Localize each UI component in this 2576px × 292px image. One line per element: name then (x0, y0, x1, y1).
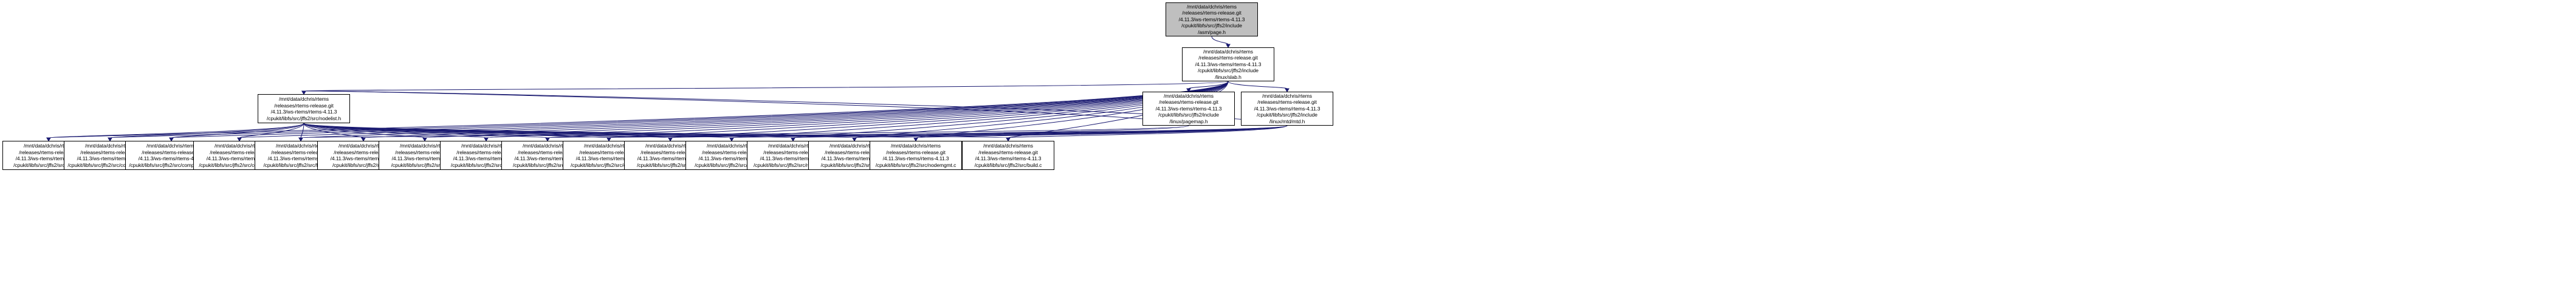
graph-node-label: /mnt/data/dchris/rtems /releases/rtems-r… (450, 143, 522, 168)
graph-edge (303, 123, 732, 138)
graph-node-label: /mnt/data/dchris/rtems /releases/rtems-r… (974, 143, 1042, 168)
graph-node-label: /mnt/data/dchris/rtems /releases/rtems-r… (67, 143, 153, 168)
graph-node-label: /mnt/data/dchris/rtems /releases/rtems-r… (695, 143, 769, 168)
graph-node[interactable]: /mnt/data/dchris/rtems /releases/rtems-r… (258, 94, 350, 123)
graph-edge (363, 81, 1229, 138)
graph-node-label: /mnt/data/dchris/rtems /releases/rtems-r… (753, 143, 833, 168)
graph-edge (547, 125, 1288, 138)
graph-edge (48, 81, 1229, 138)
graph-node-label: /mnt/data/dchris/rtems /releases/rtems-r… (266, 96, 342, 121)
graph-edge (303, 123, 916, 138)
graph-edge (1188, 81, 1229, 89)
graph-edge (915, 125, 1288, 138)
graph-edge (303, 123, 364, 138)
graph-edge (303, 90, 1189, 126)
graph-edge (303, 81, 1229, 92)
graph-node-label: /mnt/data/dchris/rtems /releases/rtems-r… (199, 143, 280, 168)
graph-node-label: /mnt/data/dchris/rtems /releases/rtems-r… (820, 143, 888, 168)
graph-edge (1228, 81, 1288, 89)
graph-node[interactable]: /mnt/data/dchris/rtems /releases/rtems-r… (870, 141, 962, 170)
graph-node-label: /mnt/data/dchris/rtems /releases/rtems-r… (263, 143, 338, 168)
graph-node-label: /mnt/data/dchris/rtems /releases/rtems-r… (1254, 92, 1321, 124)
graph-edge (486, 81, 1229, 138)
graph-node-label: /mnt/data/dchris/rtems /releases/rtems-r… (391, 143, 459, 168)
graph-edge (670, 125, 1189, 138)
graph-edge (109, 123, 304, 138)
graph-node-label: /mnt/data/dchris/rtems /releases/rtems-r… (13, 143, 84, 168)
graph-edge (303, 123, 610, 138)
graph-edge (731, 125, 1288, 138)
graph-edge (300, 81, 1229, 138)
graph-edge (608, 125, 1288, 138)
graph-edge (854, 125, 1288, 138)
graph-node[interactable]: /mnt/data/dchris/rtems /releases/rtems-r… (1142, 92, 1235, 126)
graph-node-label: /mnt/data/dchris/rtems /releases/rtems-r… (129, 143, 214, 168)
graph-node-label: /mnt/data/dchris/rtems /releases/rtems-r… (1155, 92, 1222, 124)
graph-edge (300, 125, 1189, 138)
graph-edge (303, 90, 1288, 126)
graph-node-label: /mnt/data/dchris/rtems /releases/rtems-r… (637, 143, 704, 168)
graph-edge (1211, 36, 1229, 45)
graph-node-label: /mnt/data/dchris/rtems /releases/rtems-r… (875, 143, 957, 168)
graph-node[interactable]: /mnt/data/dchris/rtems /releases/rtems-r… (1166, 2, 1258, 36)
graph-edge (300, 123, 304, 138)
graph-node[interactable]: /mnt/data/dchris/rtems /releases/rtems-r… (1241, 92, 1333, 126)
graph-node-label: /mnt/data/dchris/rtems /releases/rtems-r… (1178, 3, 1245, 35)
graph-edge (48, 123, 304, 138)
graph-edge (303, 123, 425, 138)
graph-node-label: /mnt/data/dchris/rtems /releases/rtems-r… (1195, 48, 1262, 80)
graph-edge (424, 81, 1229, 138)
graph-node-label: /mnt/data/dchris/rtems /releases/rtems-r… (513, 143, 582, 168)
graph-edge (1008, 125, 1288, 138)
graph-edge (303, 123, 794, 138)
graph-node[interactable]: /mnt/data/dchris/rtems /releases/rtems-r… (1182, 47, 1274, 81)
graph-node-label: /mnt/data/dchris/rtems /releases/rtems-r… (571, 143, 647, 168)
graph-edge (171, 123, 304, 138)
graph-edge (303, 123, 1009, 138)
graph-edge (608, 81, 1229, 138)
graph-node[interactable]: /mnt/data/dchris/rtems /releases/rtems-r… (962, 141, 1054, 170)
graph-node-label: /mnt/data/dchris/rtems /releases/rtems-r… (330, 143, 397, 168)
graph-edge (792, 125, 1288, 138)
graph-edge (303, 123, 487, 138)
graph-edge (239, 123, 304, 138)
graph-edge (303, 123, 671, 138)
graph-edge (239, 81, 1229, 138)
graph-edge (303, 123, 548, 138)
graph-edge (547, 81, 1229, 138)
graph-edge (303, 123, 855, 138)
